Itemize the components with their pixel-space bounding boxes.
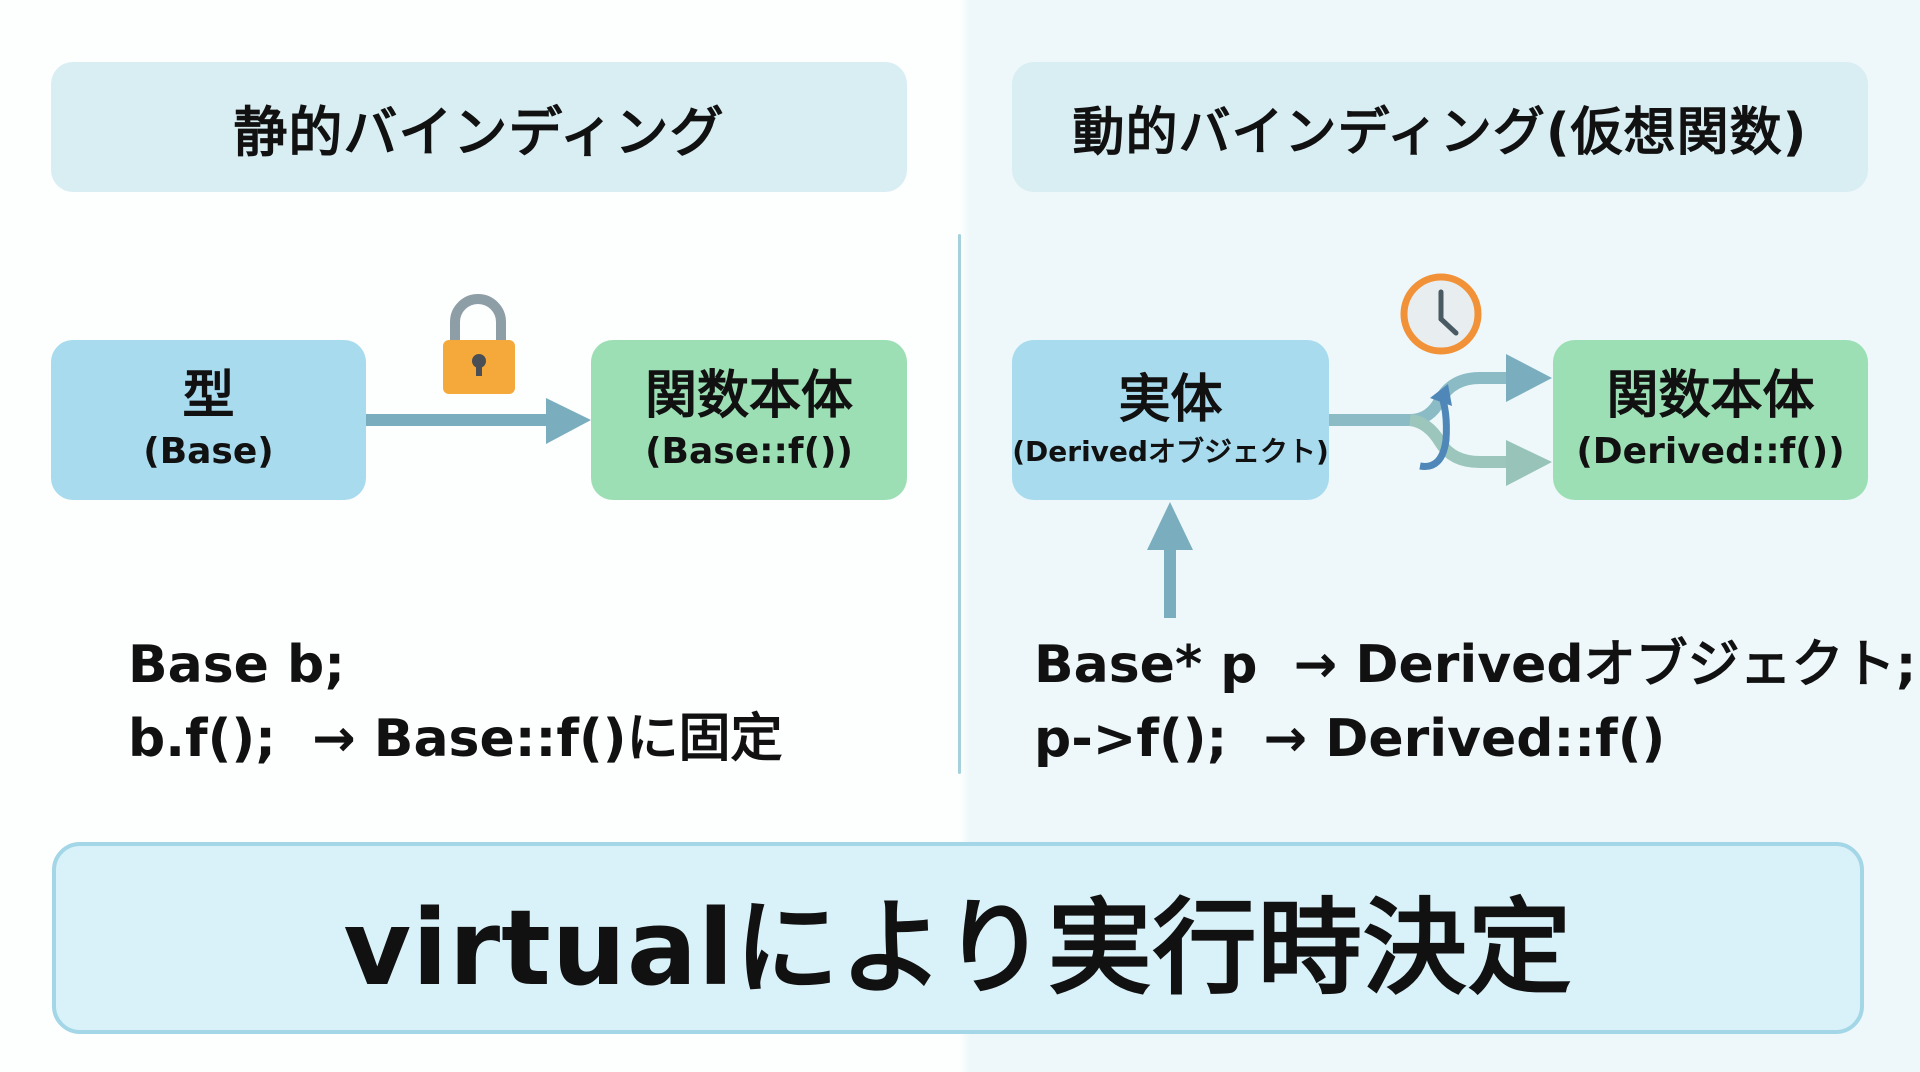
static-binding-title: 静的バインディング <box>233 100 725 164</box>
dynamic-code-block: Base* p → Derivedオブジェクト; p->f(); → Derive… <box>1034 628 1916 776</box>
static-binding-arrow <box>366 398 591 444</box>
static-binding-header: 静的バインディング <box>51 62 907 192</box>
static-code-block: Base b;b.f(); → Base::f()に固定 <box>128 628 783 776</box>
dynamic-binding-header: 動的バインディング(仮想関数) <box>1012 62 1868 192</box>
entity-node: 実体 (Derivedオブジェクト) <box>1012 340 1329 500</box>
entity-node-label: 実体 <box>1118 370 1223 431</box>
clock-icon <box>1400 273 1482 355</box>
type-node-label: 型 <box>182 365 235 426</box>
entity-node-sublabel: (Derivedオブジェクト) <box>1012 435 1329 469</box>
section-divider <box>958 234 961 774</box>
dynamic-dispatch-arrows <box>1329 354 1552 486</box>
dynamic-function-body-node: 関数本体 (Derived::f()) <box>1553 340 1868 500</box>
static-function-node-sublabel: (Base::f()) <box>645 431 853 473</box>
summary-text: virtualにより実行時決定 <box>343 886 1573 1009</box>
dynamic-code-line: Base* p → Derivedオブジェクト; <box>1034 635 1917 695</box>
dynamic-code-line: p->f(); → Derived::f() <box>1034 709 1666 769</box>
summary-banner: virtualにより実行時決定 <box>52 842 1864 1034</box>
lock-icon <box>443 294 515 394</box>
dynamic-binding-title: 動的バインディング(仮想関数) <box>1072 102 1808 163</box>
dynamic-function-node-sublabel: (Derived::f()) <box>1576 431 1845 473</box>
rotation-arrow-icon <box>1419 384 1452 470</box>
type-node: 型 (Base) <box>51 340 366 500</box>
dynamic-function-node-label: 関数本体 <box>1606 365 1815 426</box>
static-function-node-label: 関数本体 <box>644 365 853 426</box>
type-node-sublabel: (Base) <box>143 431 274 473</box>
pointer-up-arrow <box>1147 502 1193 618</box>
static-function-body-node: 関数本体 (Base::f()) <box>591 340 907 500</box>
static-code-line: b.f(); → Base::f()に固定 <box>128 709 783 769</box>
static-code-line: Base b; <box>128 635 346 695</box>
